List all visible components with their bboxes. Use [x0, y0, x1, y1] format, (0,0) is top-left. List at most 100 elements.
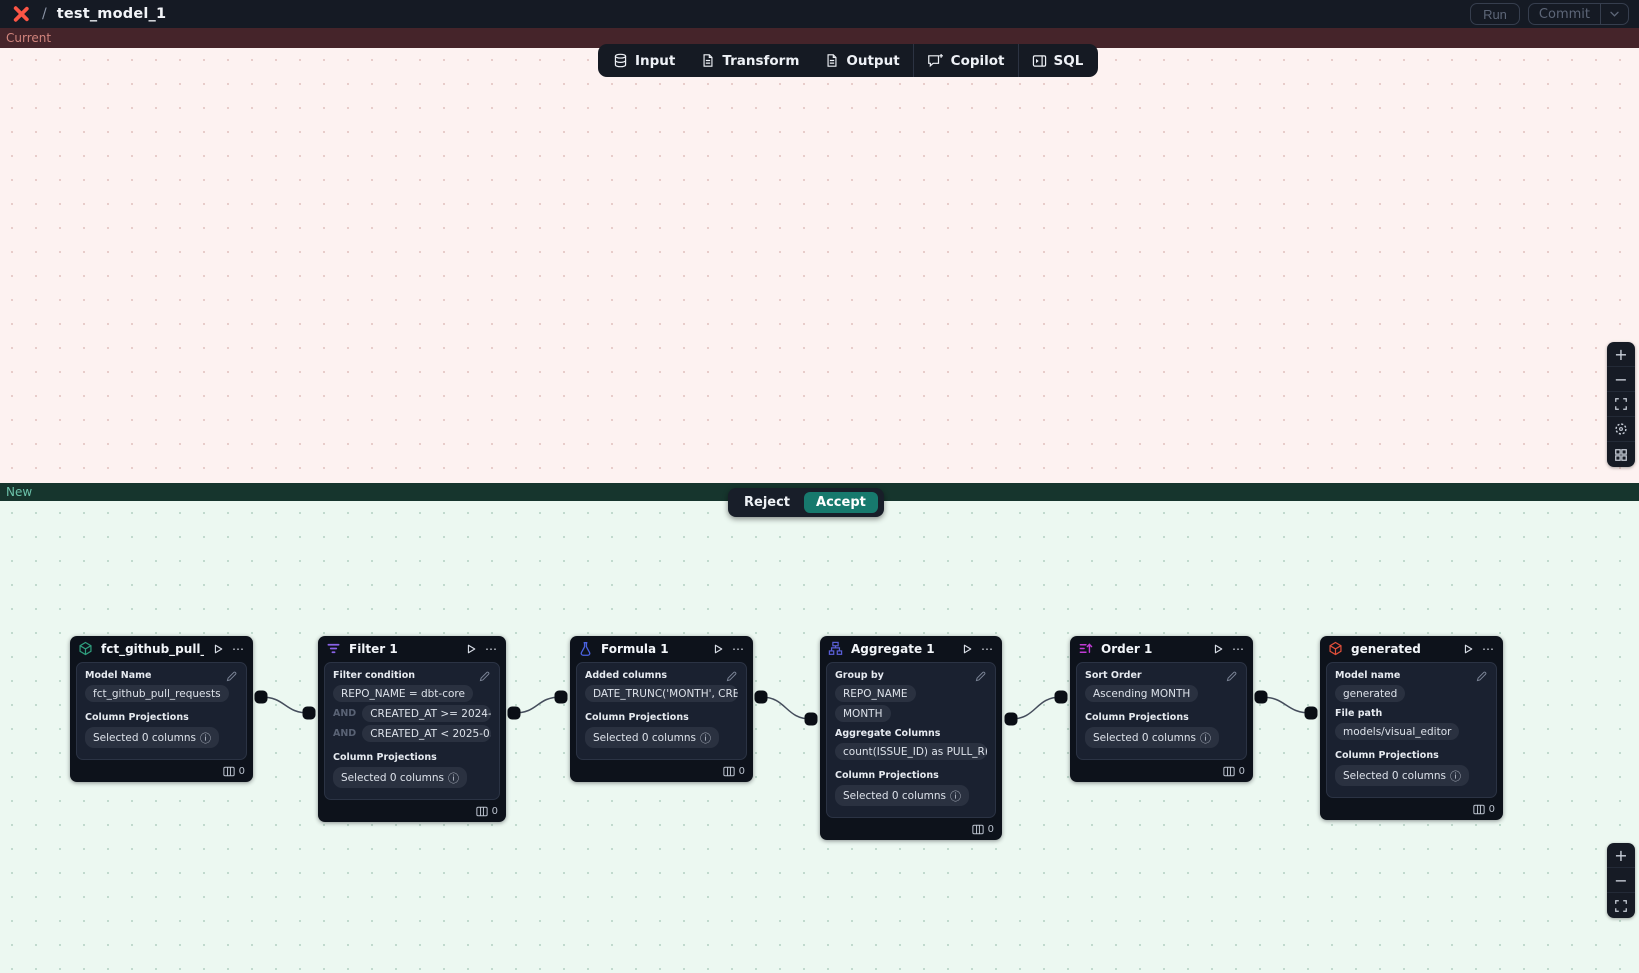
copilot-button[interactable]: Copilot	[914, 44, 1018, 77]
play-icon[interactable]	[212, 643, 224, 655]
zoom-out-button[interactable]: −	[1607, 868, 1635, 893]
document-icon	[825, 53, 839, 68]
group-by-chip[interactable]: MONTH	[835, 705, 891, 722]
field-label: Group by	[835, 670, 884, 681]
sql-button[interactable]: SQL	[1019, 44, 1097, 77]
commit-button[interactable]: Commit	[1538, 6, 1590, 22]
grid-view-button[interactable]	[1607, 442, 1635, 467]
field-label: Column Projections	[85, 712, 189, 723]
chevron-down-icon[interactable]	[1601, 4, 1628, 24]
value-chip[interactable]: fct_github_pull_requests	[85, 685, 229, 702]
node-filter[interactable]: Filter 1 ⋯ Filter condition REPO_NAME = …	[318, 636, 506, 822]
filter-condition-chip[interactable]: CREATED_AT < 2025-03-01	[362, 725, 491, 742]
sort-icon	[1078, 641, 1093, 656]
filter-condition-chip[interactable]: REPO_NAME = dbt-core	[333, 685, 473, 702]
play-icon[interactable]	[961, 643, 973, 655]
node-header: Formula 1 ⋯	[570, 636, 753, 659]
edit-pencil-icon[interactable]	[974, 670, 987, 683]
plus-icon: +	[1614, 344, 1628, 364]
zoom-in-button[interactable]: +	[1607, 843, 1635, 868]
edit-pencil-icon[interactable]	[225, 670, 238, 683]
aggregate-sitemap-icon	[828, 641, 843, 656]
play-icon[interactable]	[1212, 643, 1224, 655]
sort-order-chip[interactable]: Ascending MONTH	[1085, 685, 1199, 702]
add-transform-button[interactable]: Transform	[688, 44, 812, 77]
file-path-chip[interactable]: models/visual_editor	[1335, 723, 1460, 740]
add-input-button[interactable]: Input	[600, 44, 688, 77]
model-name-chip[interactable]: generated	[1335, 685, 1406, 702]
edit-pencil-icon[interactable]	[1475, 670, 1488, 683]
current-label: Current	[6, 31, 52, 45]
edit-pencil-icon[interactable]	[1225, 670, 1238, 683]
current-version-bar: Current	[0, 28, 1639, 48]
more-menu-icon[interactable]: ⋯	[232, 641, 245, 656]
accept-button[interactable]: Accept	[804, 492, 878, 513]
zoom-out-button[interactable]: −	[1607, 367, 1635, 392]
more-menu-icon[interactable]: ⋯	[485, 641, 498, 656]
node-title: Order 1	[1101, 641, 1153, 656]
aggregate-column-chip[interactable]: count(ISSUE_ID) as PULL_REQUEST_…	[835, 743, 987, 760]
connection-handle[interactable]	[254, 690, 268, 704]
connection-handle[interactable]	[1304, 706, 1318, 720]
diff-actions: Reject Accept	[728, 488, 884, 517]
columns-icon	[722, 766, 735, 777]
connection-handle[interactable]	[804, 712, 818, 726]
node-toolbar: Input Transform Output	[598, 44, 1099, 77]
filter-condition-chip[interactable]: CREATED_AT >= 2024-12-01	[362, 705, 491, 722]
field-label: Column Projections	[585, 712, 689, 723]
connection-handle[interactable]	[302, 706, 316, 720]
node-title: Formula 1	[601, 641, 669, 656]
sql-panel-icon	[1032, 54, 1047, 68]
node-header: generated ⋯	[1320, 636, 1503, 659]
model-cube-icon	[78, 641, 93, 656]
node-source-model[interactable]: fct_github_pull_requests ⋯ Model Name fc…	[70, 636, 253, 782]
info-icon: ⓘ	[950, 789, 961, 803]
field-label: Column Projections	[1335, 750, 1439, 761]
node-header: Filter 1 ⋯	[318, 636, 506, 659]
edit-pencil-icon[interactable]	[478, 670, 491, 683]
connection-handle[interactable]	[1004, 712, 1018, 726]
model-cube-icon	[1328, 641, 1343, 656]
node-order[interactable]: Order 1 ⋯ Sort Order Ascending MONTH Col…	[1070, 636, 1253, 782]
dbt-logo-icon[interactable]	[10, 4, 32, 24]
more-menu-icon[interactable]: ⋯	[732, 641, 745, 656]
connection-handle[interactable]	[1254, 690, 1268, 704]
connection-handle[interactable]	[554, 690, 568, 704]
group-by-chip[interactable]: REPO_NAME	[835, 685, 916, 702]
columns-icon	[971, 824, 984, 835]
node-formula[interactable]: Formula 1 ⋯ Added columns DATE_TRUNC('MO…	[570, 636, 753, 782]
canvas-current[interactable]: Input Transform Output	[0, 44, 1639, 483]
interactivity-button[interactable]	[1607, 417, 1635, 442]
add-output-button[interactable]: Output	[812, 44, 912, 77]
play-icon[interactable]	[465, 643, 477, 655]
more-menu-icon[interactable]: ⋯	[1482, 641, 1495, 656]
fit-view-button[interactable]	[1607, 392, 1635, 417]
connection-handle[interactable]	[754, 690, 768, 704]
node-header: Aggregate 1 ⋯	[820, 636, 1002, 659]
connection-handle[interactable]	[1054, 690, 1068, 704]
edit-pencil-icon[interactable]	[725, 670, 738, 683]
canvas-new[interactable]: Reject Accept	[0, 488, 1639, 973]
run-button[interactable]: Run	[1470, 3, 1520, 25]
fit-view-button[interactable]	[1607, 893, 1635, 918]
connection-handle[interactable]	[507, 706, 521, 720]
play-icon[interactable]	[1462, 643, 1474, 655]
formula-chip[interactable]: DATE_TRUNC('MONTH', CREATED_AT…	[585, 685, 738, 702]
toolbar-separator	[912, 44, 914, 77]
node-generated-model[interactable]: generated ⋯ Model name generated File pa…	[1320, 636, 1503, 820]
play-icon[interactable]	[712, 643, 724, 655]
columns-icon	[475, 806, 488, 817]
grid-icon	[1614, 448, 1628, 462]
node-aggregate[interactable]: Aggregate 1 ⋯ Group by REPO_NAME MONTH A…	[820, 636, 1002, 840]
more-menu-icon[interactable]: ⋯	[981, 641, 994, 656]
reject-button[interactable]: Reject	[744, 495, 791, 510]
field-label: Added columns	[585, 670, 667, 681]
more-menu-icon[interactable]: ⋯	[1232, 641, 1245, 656]
zoom-in-button[interactable]: +	[1607, 342, 1635, 367]
